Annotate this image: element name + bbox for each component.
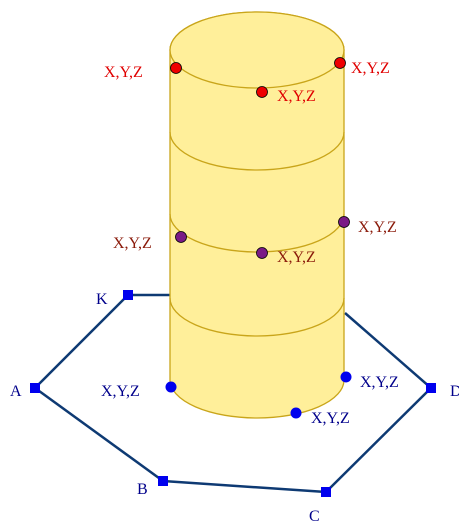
point-top-left-label: X,Y,Z <box>104 64 143 81</box>
point-bottom-right[interactable] <box>340 371 352 383</box>
edge-b-c <box>162 479 327 494</box>
vertex-d-label: D <box>450 383 459 400</box>
vertex-k-marker[interactable] <box>123 290 133 300</box>
point-bottom-left[interactable] <box>165 381 177 393</box>
vertex-a-label: A <box>10 383 22 400</box>
bottom-points: X,Y,Z X,Y,Z X,Y,Z <box>101 371 399 427</box>
point-bottom-right-label: X,Y,Z <box>360 374 399 391</box>
vertex-k-label: K <box>96 291 108 308</box>
vertex-b-marker[interactable] <box>158 476 168 486</box>
point-top-right[interactable] <box>334 57 346 69</box>
point-middle-right-label: X,Y,Z <box>358 219 397 236</box>
point-middle-left[interactable] <box>175 231 187 243</box>
base-polygon <box>34 293 432 494</box>
cylinder-ring-1 <box>169 131 345 171</box>
point-top-right-label: X,Y,Z <box>351 60 390 77</box>
point-middle-right[interactable] <box>338 216 350 228</box>
vertex-c-marker[interactable] <box>321 487 331 497</box>
edge-c-d <box>325 387 432 493</box>
point-bottom-center-label: X,Y,Z <box>311 410 350 427</box>
point-middle-center-label: X,Y,Z <box>277 249 316 266</box>
top-points: X,Y,Z X,Y,Z X,Y,Z <box>104 57 390 105</box>
vertex-labels: A K B C D <box>10 291 459 521</box>
edge-a-b <box>34 386 164 483</box>
vertex-b-label: B <box>137 481 148 498</box>
vertex-markers <box>30 290 436 497</box>
point-top-center[interactable] <box>256 86 268 98</box>
point-middle-center[interactable] <box>256 247 268 259</box>
vertex-d-marker[interactable] <box>426 383 436 393</box>
vertex-a-marker[interactable] <box>30 383 40 393</box>
cylinder-ring-3 <box>169 297 345 337</box>
middle-points: X,Y,Z X,Y,Z X,Y,Z <box>113 216 397 266</box>
edge-a-k <box>34 294 129 389</box>
edge-d-cylinder <box>344 312 432 389</box>
point-middle-left-label: X,Y,Z <box>113 235 152 252</box>
point-top-center-label: X,Y,Z <box>277 88 316 105</box>
cylinder <box>169 11 345 419</box>
point-bottom-left-label: X,Y,Z <box>101 383 140 400</box>
point-bottom-center[interactable] <box>290 407 302 419</box>
vertex-c-label: C <box>309 508 320 521</box>
cylinder-top-face <box>169 11 345 89</box>
point-top-left[interactable] <box>170 62 182 74</box>
